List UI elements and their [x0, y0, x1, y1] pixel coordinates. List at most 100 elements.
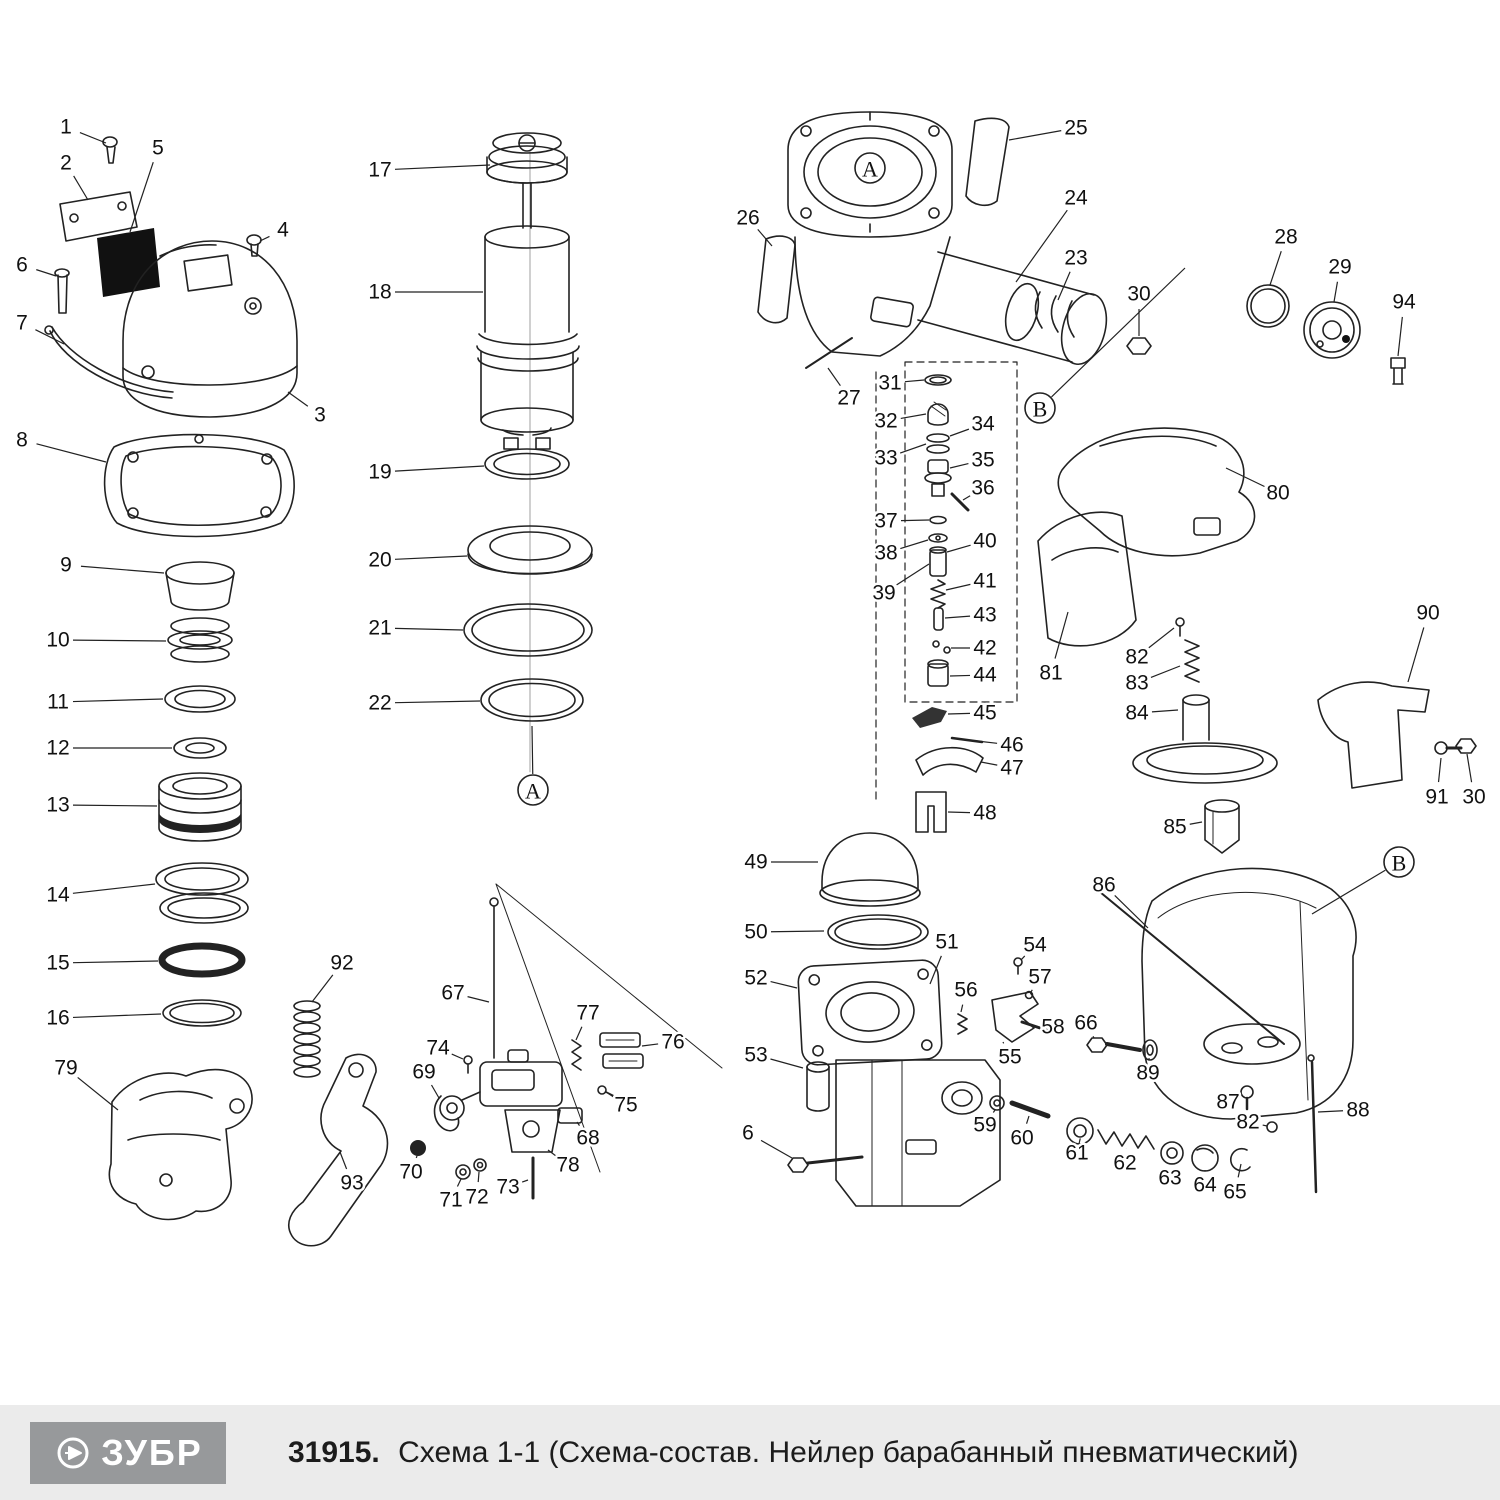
part-callout-23: 23	[1064, 247, 1087, 270]
part-callout-60: 60	[1010, 1127, 1033, 1150]
part-callout-48: 48	[973, 802, 996, 825]
leader-line	[287, 391, 309, 407]
leader-line	[415, 1155, 418, 1159]
part-callout-47: 47	[1000, 757, 1023, 780]
part-callout-61: 61	[1065, 1142, 1088, 1165]
part-callout-8: 8	[16, 429, 28, 452]
part-callout-79: 79	[54, 1057, 77, 1080]
part-callout-51: 51	[935, 931, 958, 954]
scheme-title: Схема 1-1 (Схема-состав. Нейлер барабанн…	[398, 1435, 1299, 1469]
leader-line	[72, 804, 158, 807]
part-callout-5: 5	[152, 137, 164, 160]
leader-line	[77, 1076, 119, 1111]
part-callout-58: 58	[1041, 1016, 1064, 1039]
leader-line	[1437, 757, 1442, 783]
leader-line	[1008, 130, 1062, 141]
part-callout-57: 57	[1028, 966, 1051, 989]
leader-line	[1002, 1041, 1005, 1044]
leader-line	[72, 883, 156, 894]
leader-line	[467, 996, 490, 1003]
scheme-caption: 31915. Схема 1-1 (Схема-состав. Нейлер б…	[288, 1436, 1299, 1470]
leader-line	[311, 974, 334, 1003]
leader-line	[339, 1151, 348, 1170]
part-callout-53: 53	[744, 1044, 767, 1067]
part-callout-90: 90	[1416, 602, 1439, 625]
leader-line	[531, 725, 534, 775]
part-callout-89: 89	[1136, 1062, 1159, 1085]
leader-line	[900, 519, 930, 522]
part-callout-29: 29	[1328, 256, 1351, 279]
zubr-logo-text: ЗУБР	[101, 1431, 203, 1473]
part-callout-4: 4	[277, 219, 289, 242]
part-callout-91: 91	[1425, 786, 1448, 809]
footer-bar: ЗУБР 31915. Схема 1-1 (Схема-состав. Ней…	[0, 1405, 1500, 1500]
leader-line	[36, 269, 57, 277]
leader-line	[1051, 267, 1186, 398]
cylinder-assembly	[463, 132, 593, 773]
part-callout-25: 25	[1064, 117, 1087, 140]
part-callout-78: 78	[556, 1154, 579, 1177]
valve-parts	[912, 374, 984, 833]
leader-line	[827, 367, 841, 387]
leader-line	[1317, 1110, 1344, 1113]
part-callout-16: 16	[46, 1007, 69, 1030]
part-callout-12: 12	[46, 737, 69, 760]
part-callout-55: 55	[998, 1046, 1021, 1069]
leader-line	[946, 544, 971, 553]
leader-line	[1237, 1163, 1242, 1178]
leader-line	[1015, 209, 1068, 283]
part-callout-10: 10	[46, 629, 69, 652]
leader-line	[576, 1121, 580, 1126]
callout-layer: 1254673891011121314151679929317181920212…	[14, 113, 1489, 1214]
part-callout-46: 46	[1000, 734, 1023, 757]
leader-line	[394, 465, 485, 472]
part-callout-15: 15	[46, 952, 69, 975]
part-callout-37: 37	[874, 510, 897, 533]
part-callout-3: 3	[314, 404, 326, 427]
handle-assembly	[1037, 427, 1477, 1045]
leader-line	[547, 1149, 557, 1157]
part-callout-92: 92	[330, 952, 353, 975]
leader-line	[72, 639, 167, 642]
leader-line	[904, 379, 925, 383]
leader-line	[1189, 821, 1203, 825]
part-callout-44: 44	[973, 664, 997, 687]
leader-line	[1078, 1138, 1081, 1145]
leader-line	[430, 1084, 440, 1099]
part-callout-7: 7	[16, 312, 28, 335]
part-callout-13: 13	[46, 794, 69, 817]
section-marker-circle-A	[517, 774, 549, 806]
section-marker-A: A	[862, 157, 878, 182]
leader-line	[760, 1139, 793, 1159]
leader-line	[944, 615, 971, 619]
leader-line	[72, 698, 164, 703]
leader-line	[1025, 1115, 1030, 1124]
part-callout-65: 65	[1223, 1181, 1246, 1204]
part-callout-6: 6	[16, 254, 28, 277]
zubr-logo: ЗУБР	[30, 1421, 226, 1484]
leader-line	[641, 1043, 659, 1047]
leader-line	[1114, 895, 1149, 929]
leader-line	[947, 712, 971, 715]
leader-line	[456, 1178, 462, 1187]
part-callout-50: 50	[744, 921, 767, 944]
leader-line	[962, 495, 971, 501]
model-number: 31915.	[288, 1435, 380, 1469]
part-callout-81: 81	[1039, 662, 1062, 685]
leader-line	[575, 1026, 583, 1041]
part-callout-73: 73	[496, 1176, 519, 1199]
part-callout-21: 21	[368, 617, 391, 640]
part-callout-72: 72	[465, 1186, 488, 1209]
leader-line	[1020, 955, 1026, 961]
leader-line	[900, 539, 929, 550]
leader-line	[521, 1179, 529, 1183]
part-callout-20: 20	[368, 549, 391, 572]
part-callout-56: 56	[954, 979, 977, 1002]
part-callout-32: 32	[874, 410, 897, 433]
leader-line	[1150, 665, 1181, 679]
leader-line	[477, 1171, 480, 1183]
part-callout-71: 71	[439, 1189, 462, 1212]
part-callout-84: 84	[1125, 702, 1149, 725]
leader-line	[770, 930, 825, 933]
